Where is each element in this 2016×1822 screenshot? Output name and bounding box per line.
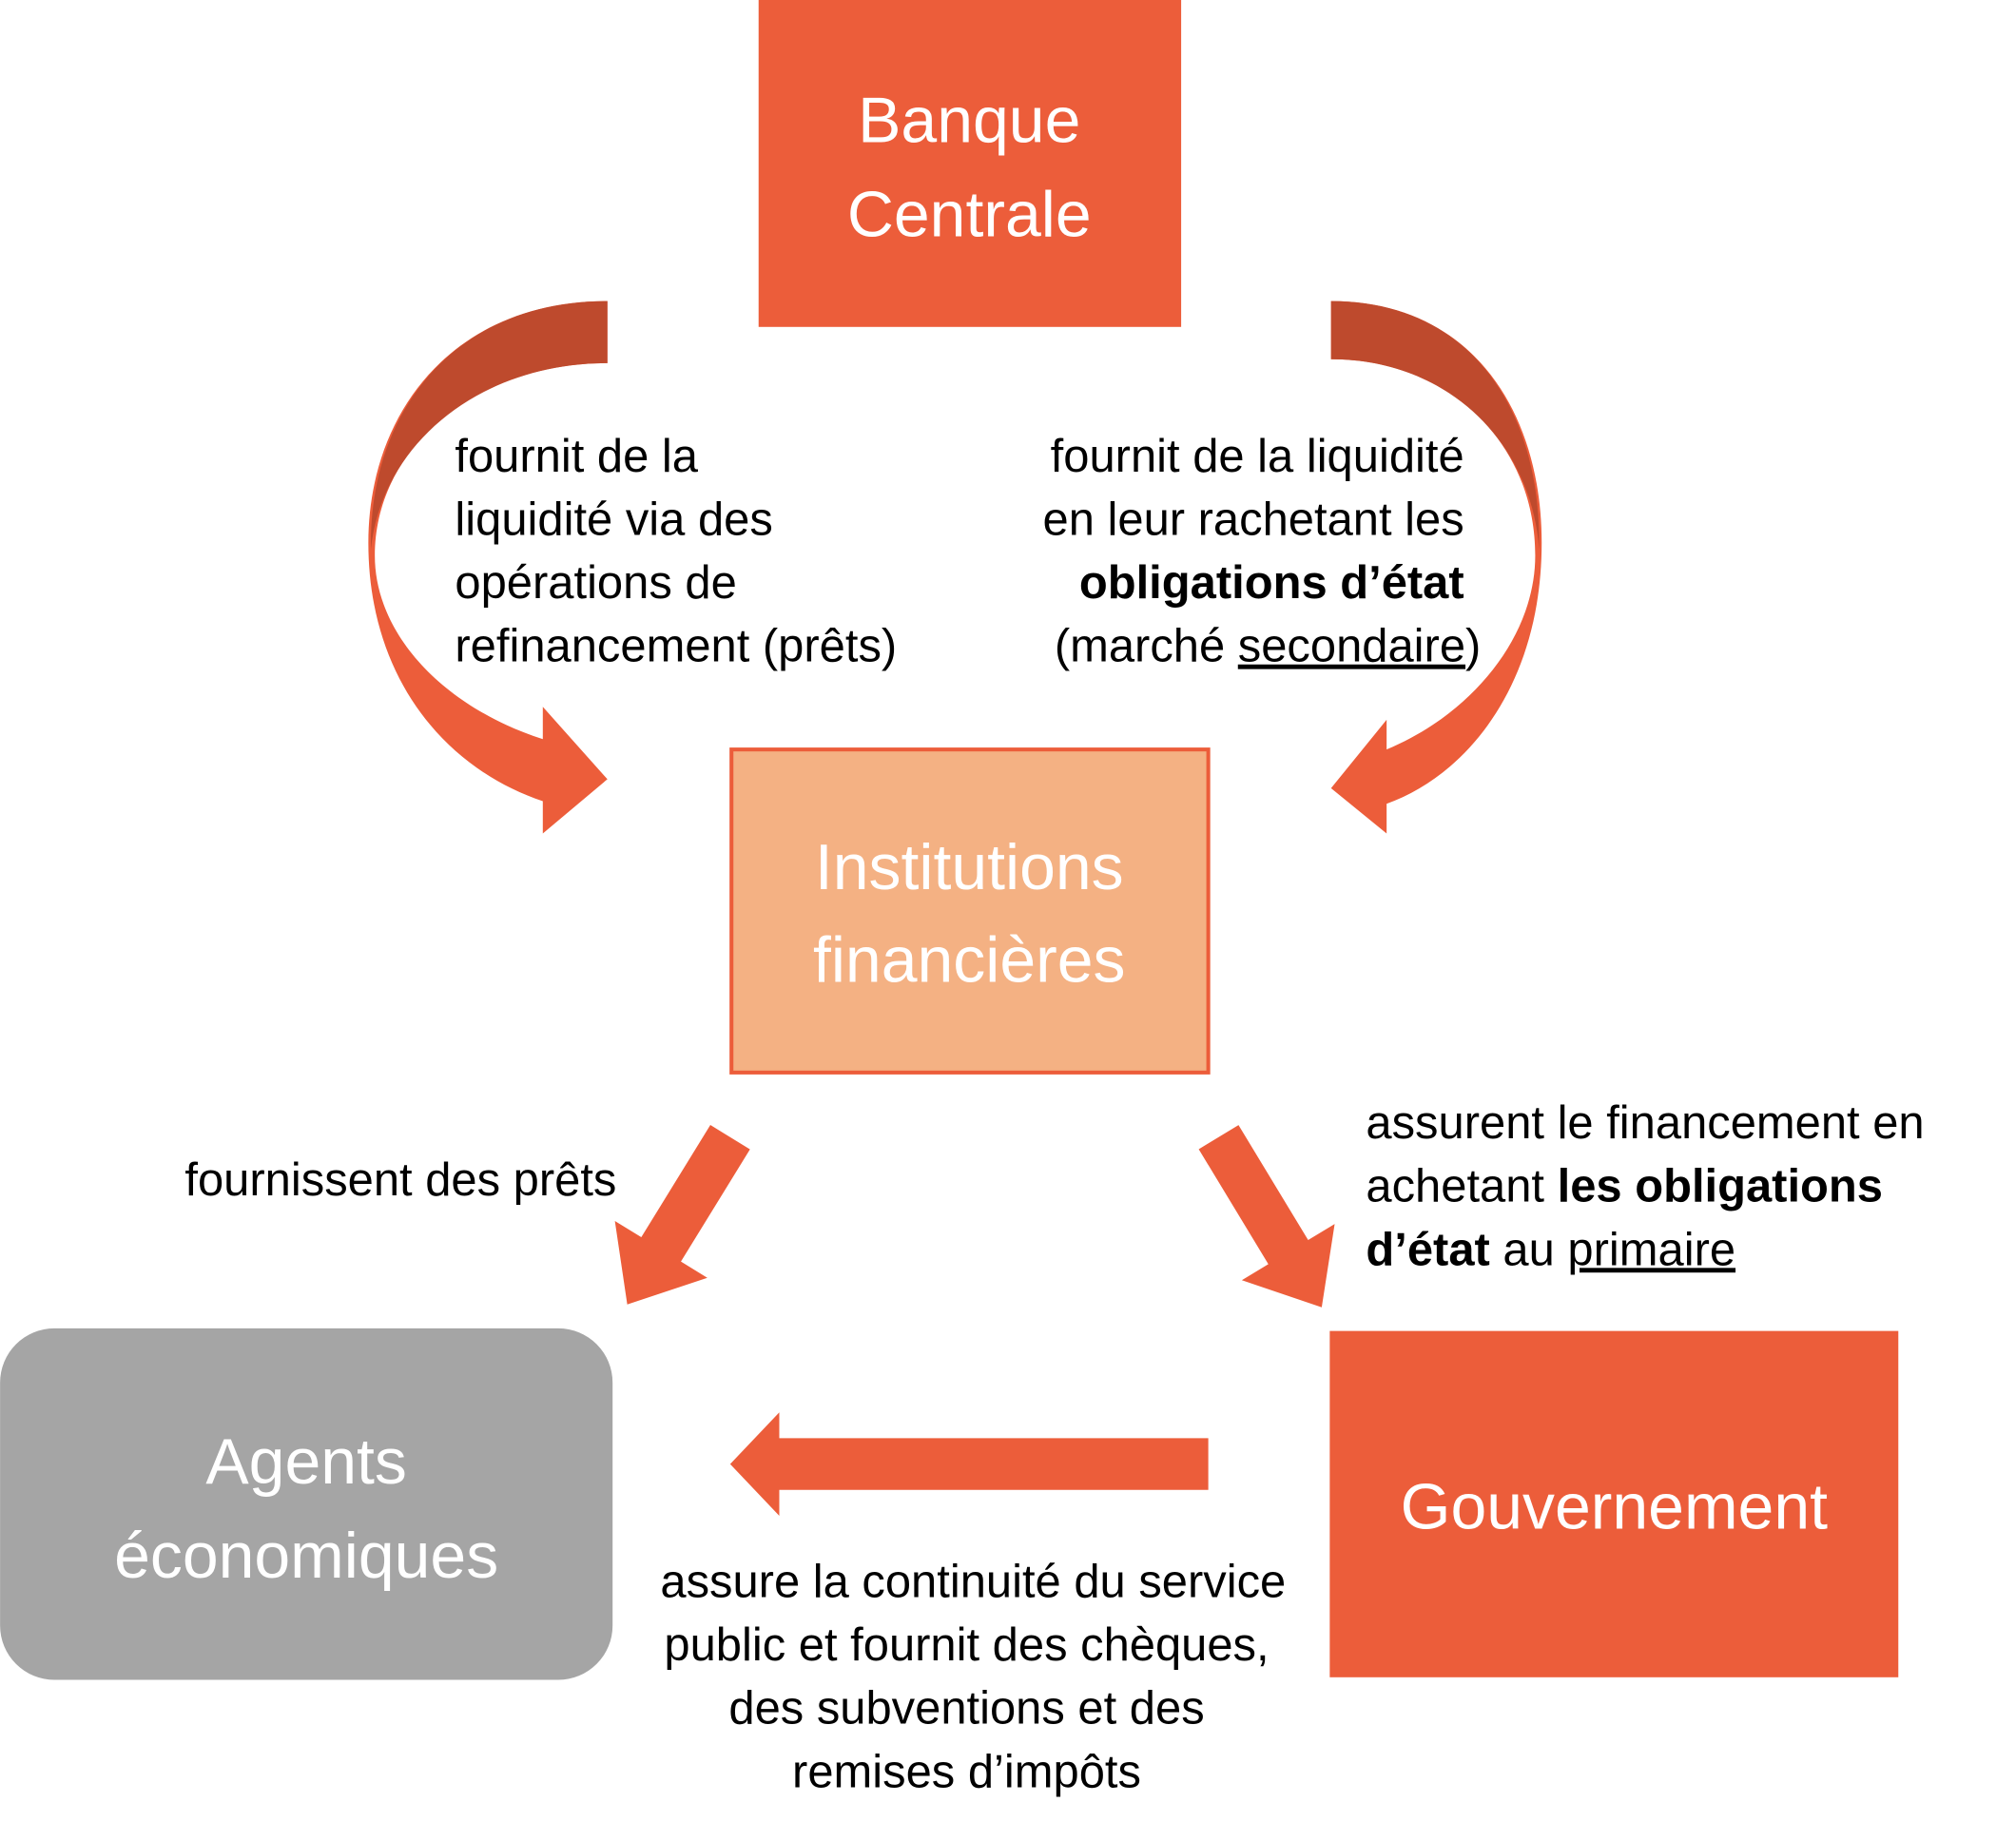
label-fi-to-agents: fournissent des prêts [184, 1154, 616, 1206]
arrow-gov-to-agents-icon [729, 1412, 1209, 1516]
label-part: (marché [1055, 621, 1238, 672]
label-gov-to-agents: assure la continuité du service public e… [660, 1557, 1286, 1798]
label-line: remises d’impôts [792, 1746, 1141, 1797]
financial-institutions-label-line2: financières [813, 924, 1126, 997]
government-node: Gouvernement [1329, 1330, 1899, 1677]
label-line: des subventions et des [728, 1683, 1204, 1735]
economic-agents-label-line2: économiques [114, 1520, 498, 1592]
financial-institutions-label-line1: Institutions [815, 831, 1124, 903]
curved-arrow-left-icon [368, 300, 608, 834]
arrow-to-government-icon [1198, 1125, 1335, 1308]
label-bold: les obligations [1558, 1161, 1883, 1212]
label-cb-to-fi-loans: fournit de la liquidité via des opératio… [455, 431, 897, 672]
label-part: au [1490, 1224, 1568, 1275]
arrow-to-agents-icon [614, 1124, 750, 1305]
label-line: fournit de la liquidité [1051, 431, 1464, 482]
financial-institutions-node: Institutions financières [729, 747, 1211, 1075]
label-line: assure la continuité du service [660, 1557, 1286, 1608]
economic-agents-label-line1: Agents [205, 1425, 407, 1498]
label-line: d’état au primaire [1366, 1224, 1735, 1275]
label-line: achetant les obligations [1366, 1161, 1883, 1212]
government-label: Gouvernement [1401, 1471, 1829, 1543]
economic-agents-node: Agents économiques [0, 1328, 613, 1680]
label-underline: primaire [1567, 1224, 1735, 1275]
central-bank-label-line1: Banque [858, 84, 1080, 156]
label-part: achetant [1366, 1161, 1557, 1212]
label-line: (marché secondaire) [1055, 621, 1482, 672]
label-line: refinancement (prêts) [455, 621, 897, 672]
central-bank-label-line2: Centrale [847, 179, 1092, 251]
label-line: fournit de la [455, 431, 698, 482]
curved-arrow-right-icon [1330, 300, 1542, 834]
label-line: en leur rachetant les [1043, 494, 1464, 546]
label-line: public et fournit des chèques, [664, 1619, 1269, 1671]
label-line: liquidité via des [455, 494, 772, 546]
label-cb-to-fi-bonds: fournit de la liquidité en leur rachetan… [1043, 431, 1482, 672]
label-part: ) [1465, 621, 1481, 672]
label-bold: d’état [1366, 1224, 1489, 1275]
label-line: assurent le financement en [1366, 1097, 1924, 1149]
label-line: opérations de [455, 557, 736, 609]
label-fi-to-gov: assurent le financement en achetant les … [1366, 1097, 1924, 1275]
label-underline: secondaire [1238, 621, 1465, 672]
central-bank-node: Banque Centrale [758, 0, 1182, 327]
label-line-bold: obligations d’état [1079, 557, 1464, 609]
